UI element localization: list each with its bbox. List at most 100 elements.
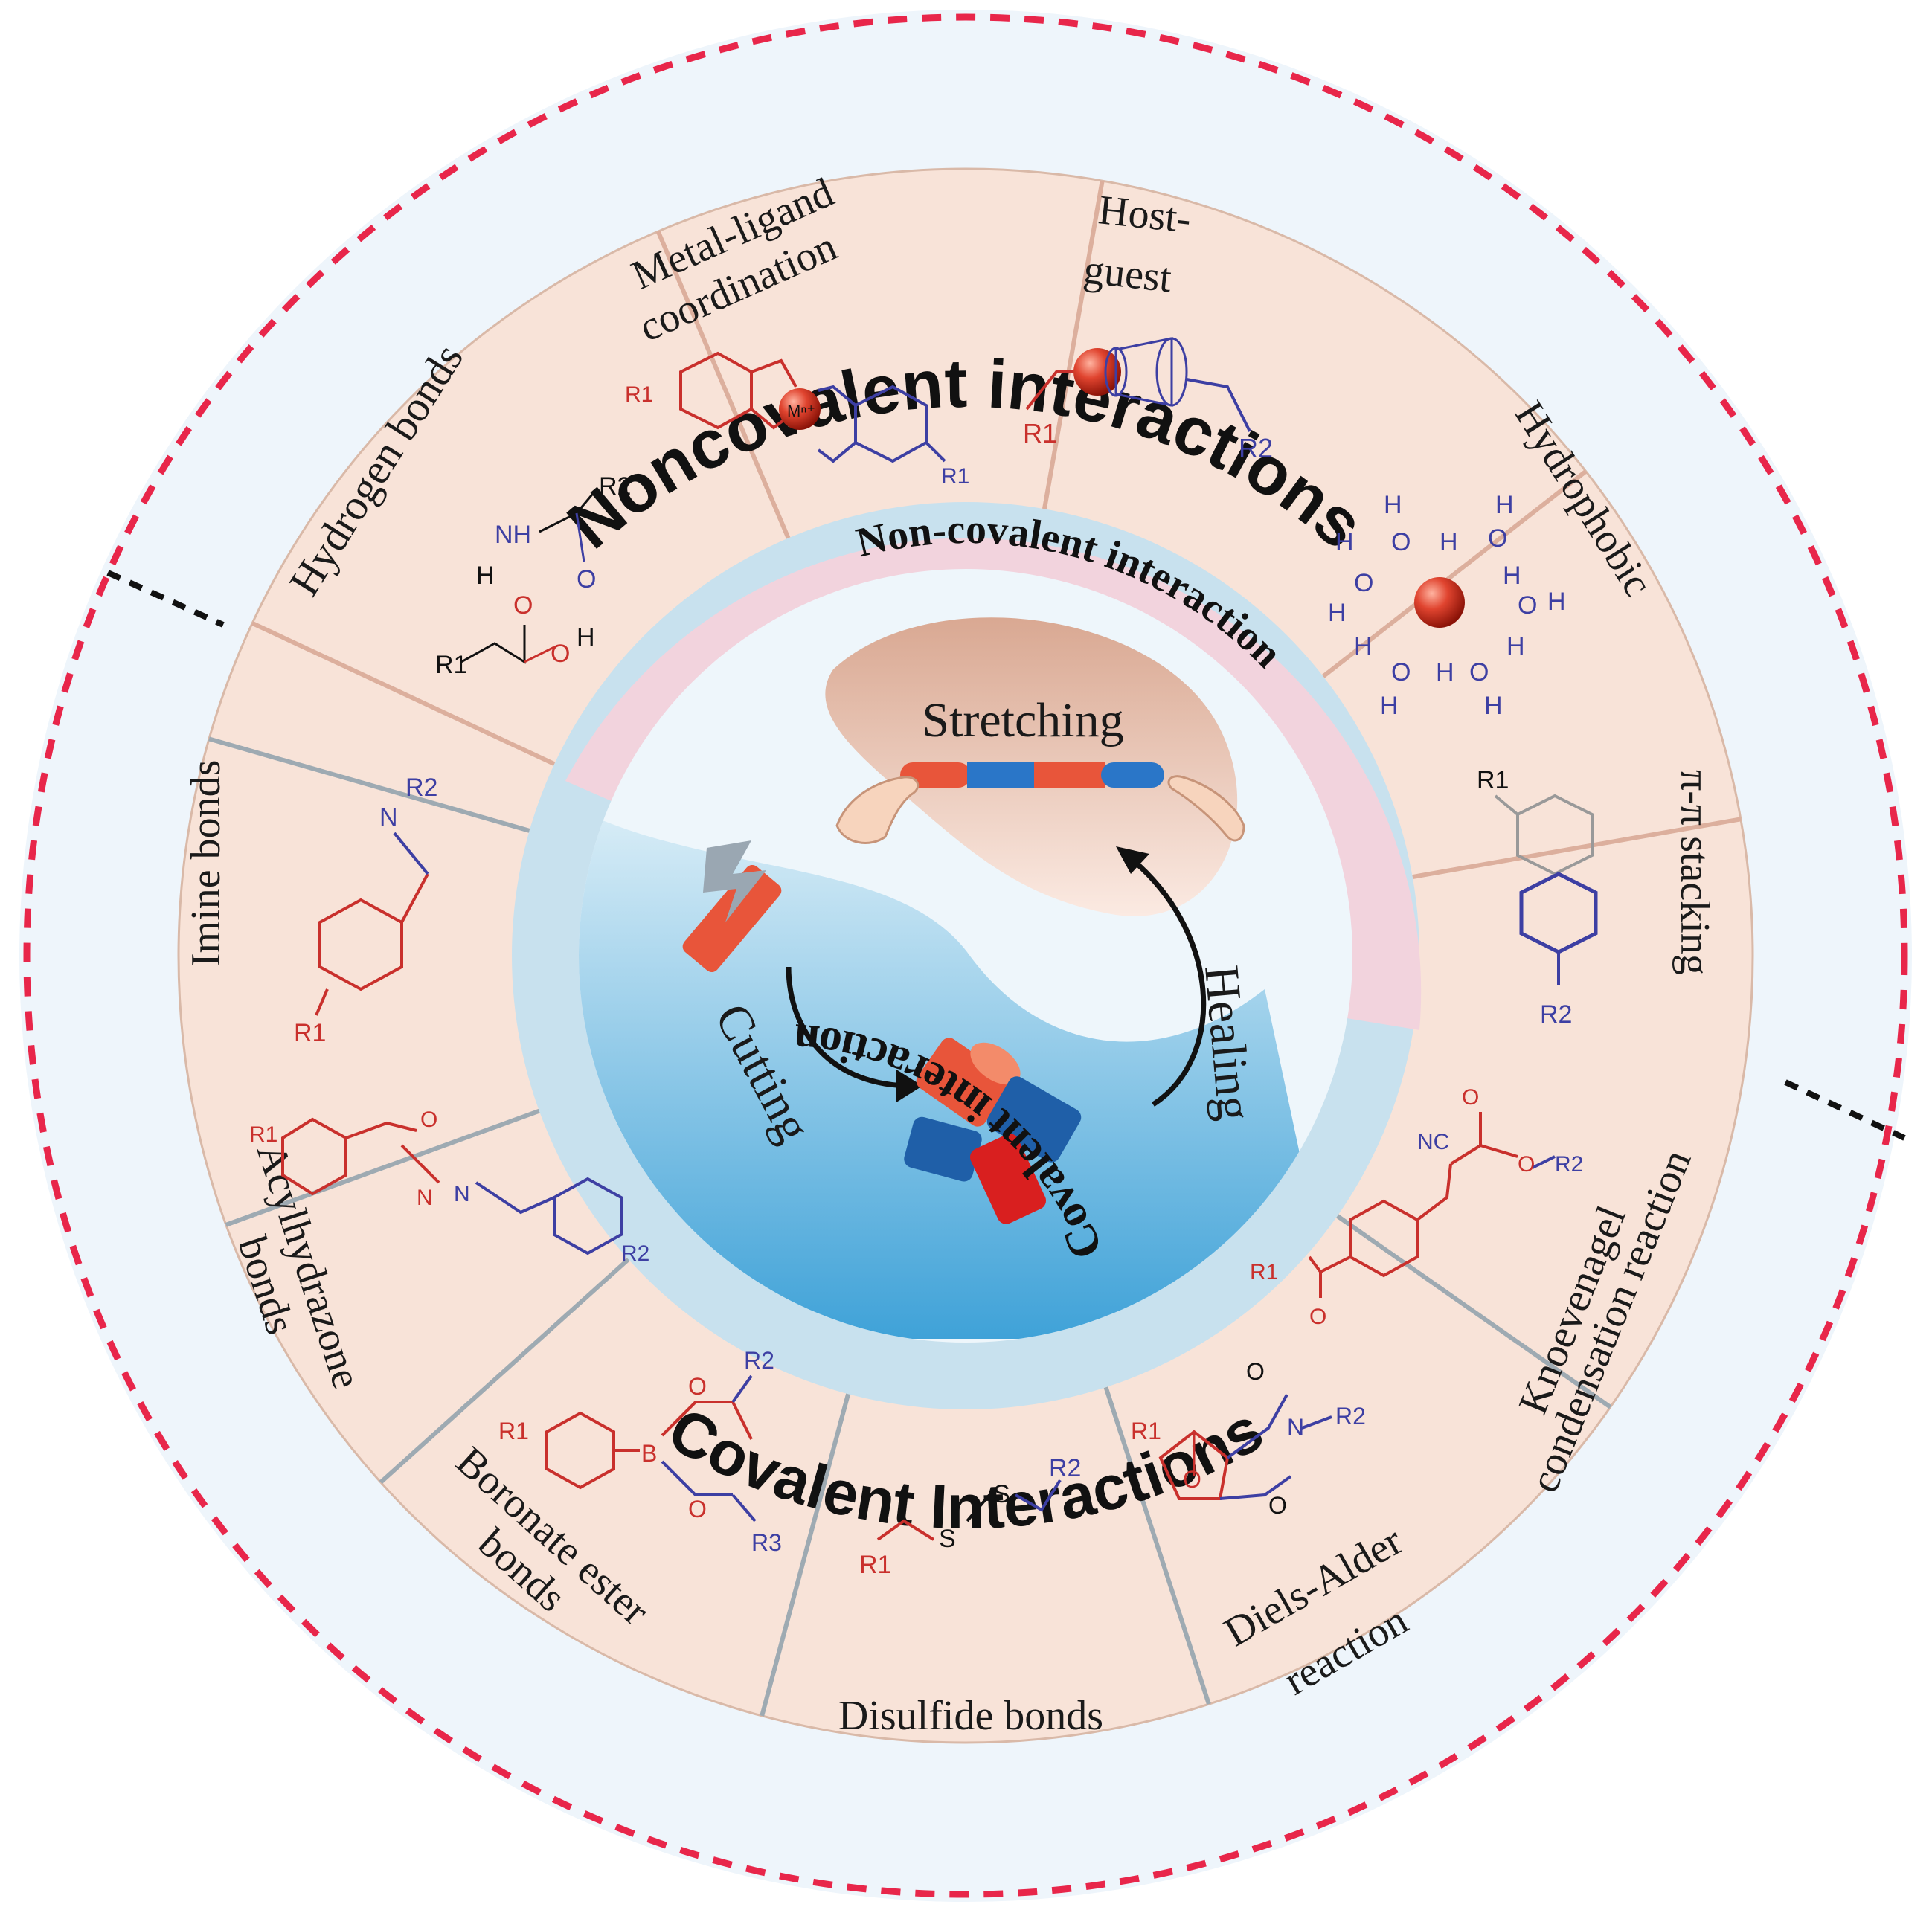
- svg-text:R1: R1: [941, 464, 969, 489]
- svg-text:R1: R1: [249, 1122, 277, 1147]
- knoevenagel-structure: O O NC R2 R1 O: [1250, 1085, 1583, 1329]
- stretched-fiber: [900, 762, 1164, 788]
- segment-divider: [225, 1108, 540, 1227]
- svg-text:N: N: [1287, 1414, 1304, 1441]
- svg-text:O: O: [688, 1496, 707, 1522]
- svg-text:R1: R1: [294, 1019, 326, 1047]
- broken-fiber: [682, 840, 782, 973]
- svg-text:H: H: [1503, 562, 1521, 590]
- svg-text:R2: R2: [1049, 1454, 1081, 1482]
- pi-pi-label: π-π stacking: [1672, 770, 1718, 975]
- svg-text:R1: R1: [1477, 766, 1509, 794]
- segment-divider: [1103, 1386, 1211, 1705]
- separator-left: [106, 570, 225, 628]
- svg-text:O: O: [1309, 1305, 1326, 1329]
- svg-text:H: H: [1380, 692, 1399, 720]
- svg-text:O: O: [1246, 1358, 1265, 1385]
- segment-ring-edge: [177, 167, 1754, 1744]
- svg-text:O: O: [1518, 591, 1537, 620]
- dashed-border: [23, 13, 1908, 1898]
- segment-divider: [1321, 469, 1588, 678]
- segment-divider: [1042, 180, 1105, 509]
- svg-text:H: H: [476, 562, 495, 590]
- svg-text:R2: R2: [1555, 1152, 1583, 1177]
- host-guest-structure: R1 R2: [1023, 337, 1273, 463]
- svg-text:O: O: [1469, 658, 1489, 686]
- segment-divider: [1412, 817, 1742, 880]
- svg-text:Mⁿ⁺: Mⁿ⁺: [787, 402, 815, 420]
- host-label: Host-: [1097, 187, 1193, 242]
- svg-text:R1: R1: [1131, 1418, 1161, 1444]
- cutting-arrow: [786, 966, 912, 1089]
- healing-arrow-head: [1116, 846, 1149, 874]
- diels-alder-structure: R1 O O N O R2: [1131, 1358, 1366, 1519]
- svg-text:R2: R2: [405, 774, 437, 802]
- svg-text:H: H: [577, 623, 595, 652]
- right-hand: [1167, 775, 1245, 842]
- svg-text:H: H: [1354, 632, 1373, 660]
- svg-text:R2: R2: [1335, 1403, 1366, 1430]
- healing-label: Healing: [1194, 963, 1262, 1123]
- guest-label: guest: [1082, 246, 1174, 301]
- svg-text:H: H: [1495, 491, 1514, 519]
- svg-text:R1: R1: [435, 651, 467, 679]
- metal-ligand-structure: R1 R1 Mⁿ⁺: [625, 351, 969, 489]
- svg-text:R1: R1: [1023, 418, 1057, 448]
- svg-text:R3: R3: [751, 1529, 782, 1556]
- svg-text:H: H: [1484, 692, 1503, 720]
- svg-text:S: S: [939, 1525, 956, 1553]
- disulfide-bonds-label: Disulfide bonds: [838, 1693, 1103, 1739]
- svg-text:R2: R2: [1540, 1000, 1572, 1029]
- svg-text:O: O: [1488, 524, 1507, 553]
- svg-text:O: O: [1518, 1152, 1535, 1177]
- svg-text:R2: R2: [744, 1347, 774, 1374]
- svg-text:H: H: [1440, 528, 1458, 556]
- segment-divider: [1335, 1214, 1612, 1409]
- svg-text:O: O: [420, 1107, 437, 1132]
- segment-dividers: [208, 180, 1742, 1717]
- pi-stacking-structure: R1 R2: [1477, 766, 1598, 1029]
- svg-text:O: O: [1354, 569, 1373, 597]
- acylhydrazone-structure: R1 O N N R2: [249, 1107, 649, 1266]
- svg-text:O: O: [1391, 658, 1411, 686]
- svg-text:O: O: [577, 565, 596, 594]
- svg-text:O: O: [688, 1373, 707, 1400]
- healing-arrow: [1125, 853, 1207, 1107]
- segment-divider: [208, 736, 530, 833]
- disulfide-structure: R1 S S R2: [859, 1454, 1081, 1579]
- cut-pieces: [904, 1038, 1082, 1224]
- svg-text:H: H: [1384, 491, 1402, 519]
- svg-text:R1: R1: [859, 1551, 891, 1579]
- hydrogen-bond-structure: R1 O O H H NH O R2: [435, 472, 631, 679]
- svg-text:N: N: [417, 1186, 433, 1210]
- svg-text:H: H: [1335, 528, 1354, 556]
- svg-text:O: O: [1183, 1466, 1201, 1493]
- svg-text:O: O: [1462, 1085, 1479, 1110]
- svg-text:R1: R1: [1250, 1260, 1278, 1284]
- svg-text:B: B: [641, 1440, 657, 1467]
- svg-text:N: N: [379, 803, 398, 832]
- segment-divider: [655, 230, 791, 539]
- imine-structure: N R2 R1: [294, 774, 437, 1047]
- stretching-label: Stretching: [922, 693, 1123, 747]
- svg-text:R2: R2: [621, 1241, 649, 1266]
- svg-text:H: H: [1328, 599, 1347, 627]
- segment-divider: [379, 1257, 630, 1485]
- imine-bonds-label: Imine bonds: [183, 760, 229, 967]
- svg-text:R2: R2: [1239, 433, 1273, 463]
- svg-text:NC: NC: [1417, 1130, 1449, 1154]
- svg-text:O: O: [1391, 528, 1411, 556]
- svg-text:S: S: [993, 1480, 1010, 1508]
- svg-text:H: H: [1436, 658, 1454, 686]
- svg-text:R2: R2: [599, 472, 631, 501]
- svg-text:H: H: [1547, 588, 1566, 616]
- hydrophobic-structure: H O H O H H H O H H O H H O H H O H: [1328, 491, 1566, 720]
- svg-text:O: O: [1268, 1492, 1287, 1519]
- segment-divider: [760, 1393, 851, 1717]
- svg-text:R1: R1: [625, 382, 653, 407]
- cutting-arrow-head: [896, 1070, 922, 1102]
- svg-text:NH: NH: [495, 521, 531, 549]
- svg-text:N: N: [454, 1182, 470, 1206]
- segment-divider: [251, 621, 556, 766]
